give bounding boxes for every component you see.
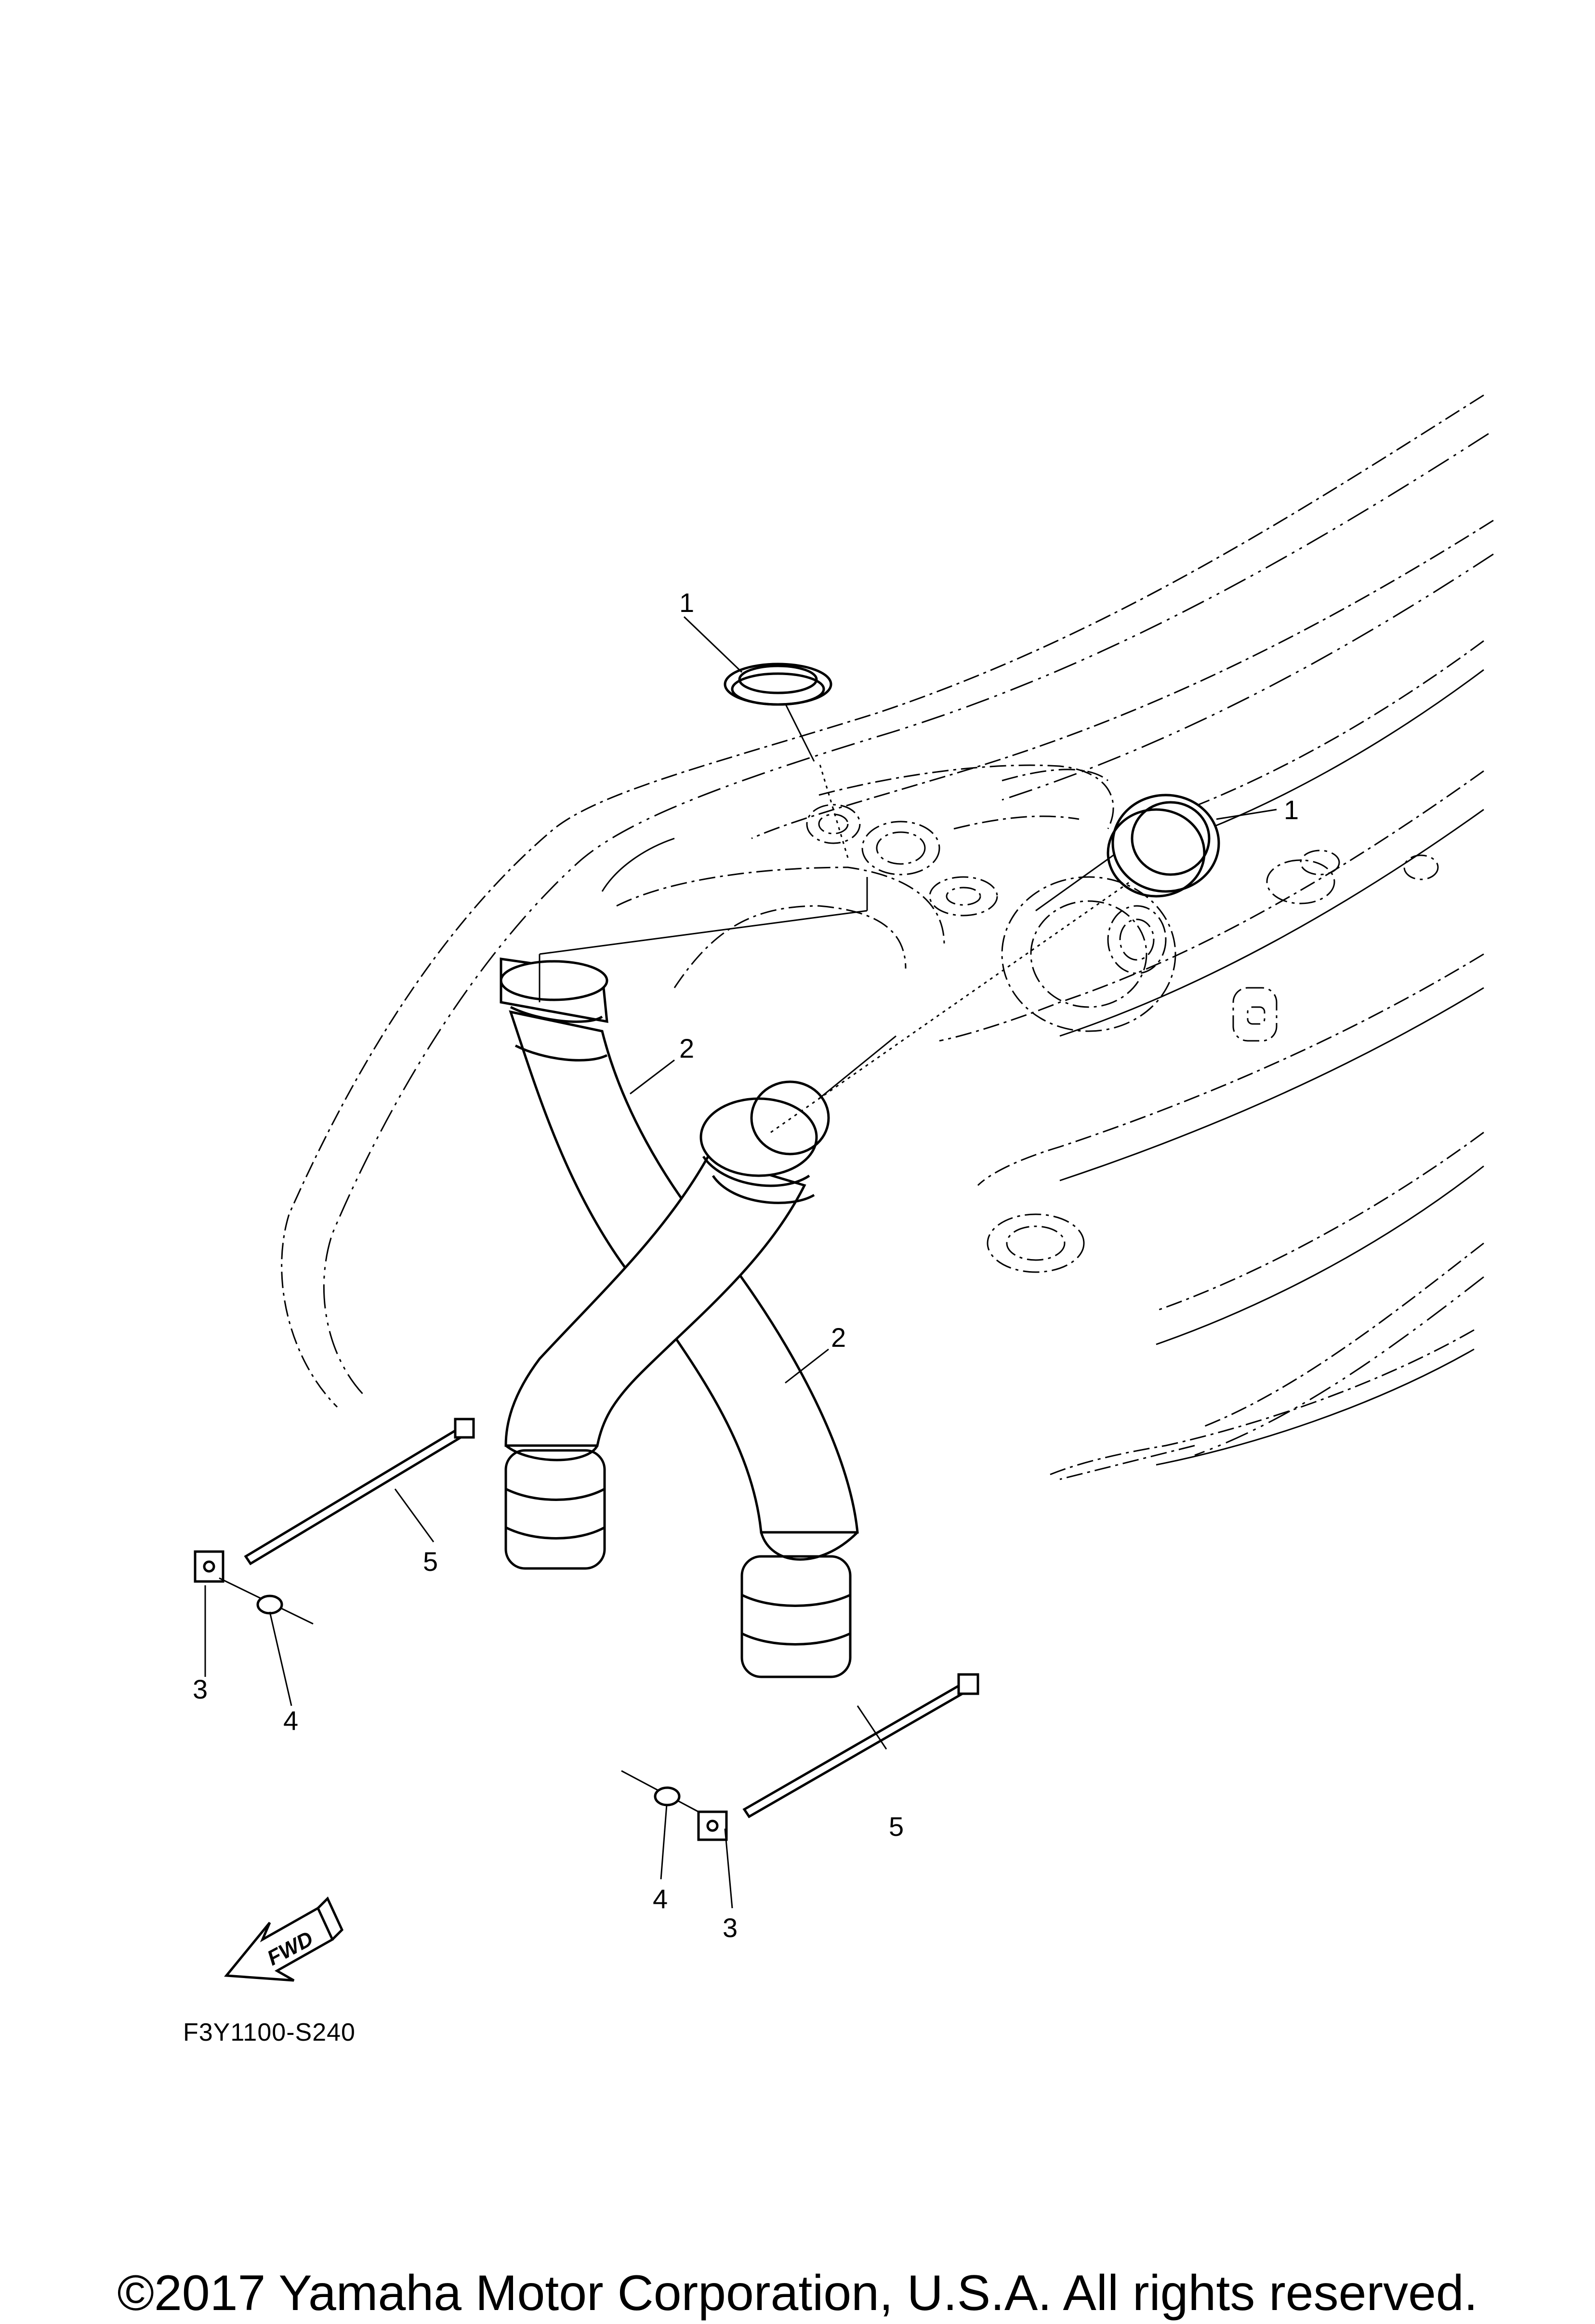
callout-4-left: 4 (283, 1705, 298, 1736)
diagram-code: F3Y1100-S240 (183, 2019, 356, 2046)
callout-2-upper: 2 (679, 1033, 694, 1063)
callout-1-upper: 1 (679, 587, 694, 618)
cable-tie-left (244, 1418, 475, 1566)
callout-3-left: 3 (193, 1674, 208, 1704)
grommet-lower (1107, 794, 1220, 898)
grommet-upper (724, 663, 832, 706)
callout-5-right: 5 (889, 1811, 904, 1842)
clip-right (697, 1810, 728, 1841)
hull-outline (281, 394, 1494, 1480)
clip-left (194, 1550, 224, 1583)
cable-tie-right (742, 1673, 979, 1819)
assembly-lines (539, 693, 1137, 1133)
hose-assembly (500, 957, 859, 1678)
rivet-right (621, 1770, 699, 1813)
callout-leaders (204, 616, 1277, 1909)
callout-2-lower: 2 (831, 1322, 846, 1353)
copyright-notice: ©2017 Yamaha Motor Corporation, U.S.A. A… (117, 2265, 1478, 2321)
callout-1-right: 1 (1284, 795, 1299, 825)
callout-4-right: 4 (653, 1884, 668, 1914)
rivet-left (219, 1577, 314, 1625)
fwd-arrow-icon: FWD (224, 1896, 344, 1982)
callout-3-right: 3 (723, 1912, 738, 1943)
callout-5-left: 5 (423, 1546, 438, 1577)
